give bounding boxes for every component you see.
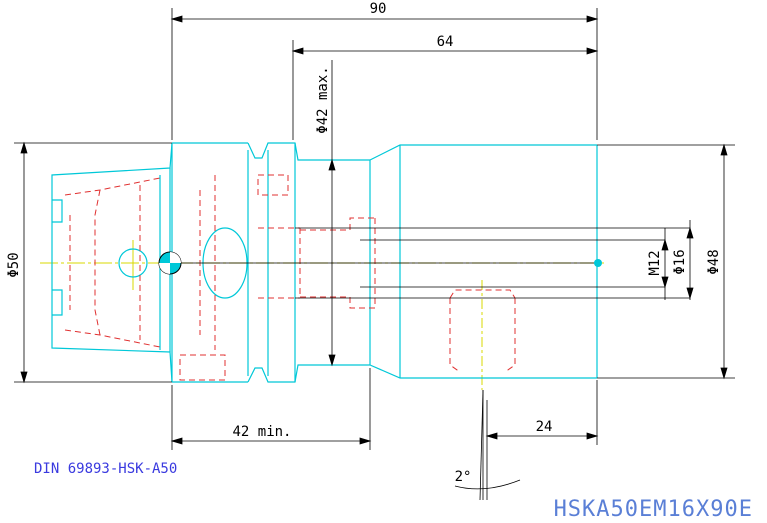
dimension-lines <box>14 8 735 501</box>
dim-angle: 2° <box>455 469 472 485</box>
dim-screw-offset: 24 <box>536 419 553 435</box>
dim-bore-dia: Φ16 <box>672 249 688 274</box>
dim-clamp-length: 42 min. <box>232 424 291 440</box>
dim-shank-length: 64 <box>437 34 454 50</box>
dim-body-dia: Φ48 <box>706 249 722 274</box>
part-number: HSKA50EM16X90E <box>553 497 753 522</box>
bore-lines <box>170 227 690 299</box>
center-mark-icon <box>158 251 602 275</box>
standard-label: DIN 69893-HSK-A50 <box>34 461 178 477</box>
hidden-lines <box>64 174 516 381</box>
dim-flange-dia: Φ42 max. <box>315 66 331 133</box>
dim-overall-length: 90 <box>370 1 387 17</box>
dim-thread: M12 <box>647 250 663 275</box>
dim-hsk-dia: Φ50 <box>6 252 22 277</box>
center-lines <box>40 240 605 390</box>
